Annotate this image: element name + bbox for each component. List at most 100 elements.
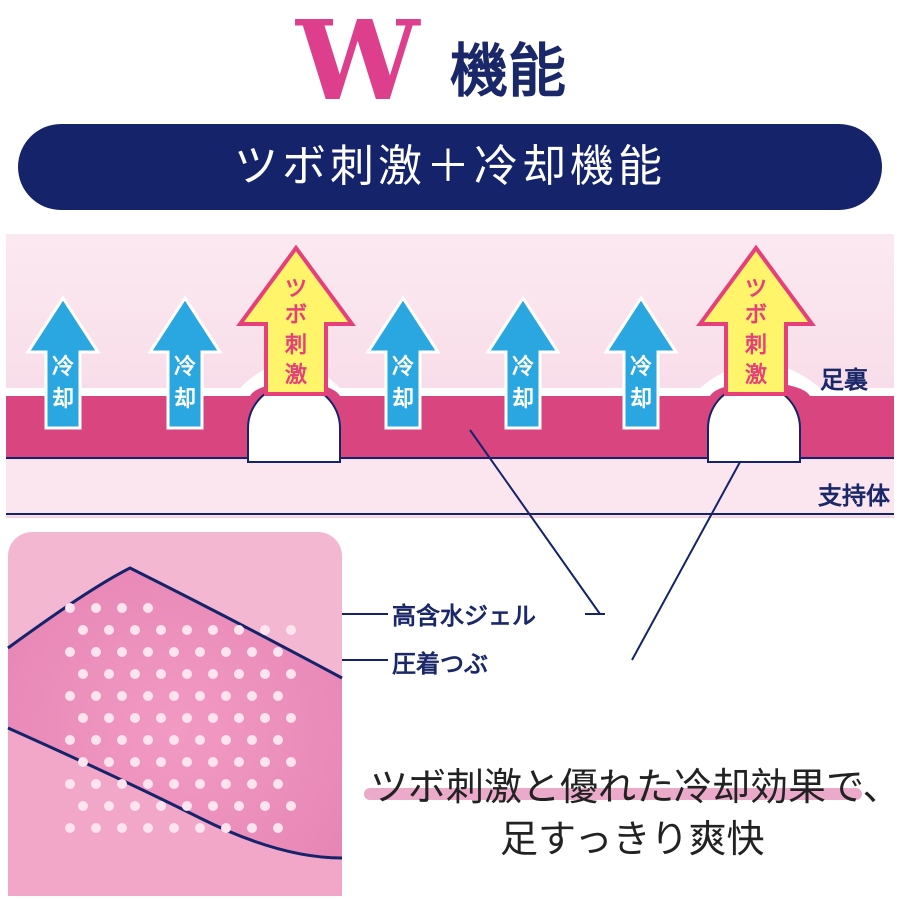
gel-dot [247, 823, 257, 833]
gel-dot [169, 823, 179, 833]
gel-dot [117, 691, 127, 701]
gel-dot [247, 735, 257, 745]
gel-dot [260, 757, 270, 767]
gel-dot [143, 603, 153, 613]
gel-dot [273, 647, 283, 657]
gel-dot [65, 823, 75, 833]
gel-dot [286, 757, 296, 767]
gel-dot [195, 647, 205, 657]
gel-dot [156, 669, 166, 679]
gel-dot [130, 669, 140, 679]
gel-dot [143, 823, 153, 833]
gel-dot [117, 647, 127, 657]
gel-dot [104, 625, 114, 635]
gel-dot [208, 713, 218, 723]
cool-label-3-top: 冷 [392, 354, 414, 380]
cool-label-4-bottom: 却 [512, 387, 534, 412]
gel-dot [247, 779, 257, 789]
gel-dot [117, 779, 127, 789]
gel-dot [260, 625, 270, 635]
gel-dot [273, 691, 283, 701]
cool-label-1-top: 冷 [52, 354, 74, 380]
gel-dot [286, 669, 296, 679]
pad-illustration [7, 532, 343, 896]
gel-dot [143, 647, 153, 657]
gel-dot [208, 801, 218, 811]
cool-arrow-2 [147, 295, 223, 430]
sole-surface-line [6, 363, 894, 403]
gel-dot [182, 757, 192, 767]
cool-arrow-4 [485, 295, 561, 430]
tagline-line-2: 足すっきり爽快 [500, 817, 765, 861]
gel-layer [6, 382, 894, 458]
gel-dot [65, 735, 75, 745]
gel-dot [169, 647, 179, 657]
gel-dot [78, 625, 88, 635]
banner: ツボ刺激＋冷却機能 [18, 124, 882, 210]
gel-dot [182, 625, 192, 635]
gel-dot [182, 713, 192, 723]
gel-dot [182, 669, 192, 679]
gel-dot [78, 669, 88, 679]
gel-dot [78, 757, 88, 767]
press-label-2-d: 激 [745, 362, 767, 388]
press-label-1-d: 激 [285, 362, 307, 388]
press-arrow-2 [696, 244, 816, 396]
gel-dot [104, 801, 114, 811]
cool-arrow-5 [603, 295, 679, 430]
tagline-line-1: ツボ刺激と優れた冷却効果で、 [370, 765, 900, 809]
gel-dot [208, 757, 218, 767]
gel-dot [260, 713, 270, 723]
press-label-1-b: ボ [285, 303, 307, 328]
gel-dot [273, 823, 283, 833]
gel-dot [221, 647, 231, 657]
gel-dot [208, 625, 218, 635]
gel-dot [91, 603, 101, 613]
gel-dot [169, 735, 179, 745]
gel-dot [221, 735, 231, 745]
gel-dot [195, 779, 205, 789]
gel-dot [104, 713, 114, 723]
gel-dot [286, 713, 296, 723]
gel-dot [143, 779, 153, 789]
gel-dot [117, 823, 127, 833]
gel-dot [182, 801, 192, 811]
gel-dot [169, 691, 179, 701]
gel-dot [221, 779, 231, 789]
press-label-2-b: ボ [745, 303, 767, 328]
gel-dot [104, 669, 114, 679]
gel-dot [143, 691, 153, 701]
cool-label-2-top: 冷 [174, 354, 196, 380]
gel-dot [130, 713, 140, 723]
cool-label-3-bottom: 却 [392, 387, 414, 412]
gel-dot [195, 691, 205, 701]
cool-label-4-top: 冷 [512, 354, 534, 380]
callout-tsubu: 圧着つぶ [392, 650, 488, 678]
gel-dot [208, 669, 218, 679]
gel-dot [260, 801, 270, 811]
press-label-1-c: 刺 [285, 333, 307, 358]
gel-dot [91, 647, 101, 657]
gel-dot [91, 779, 101, 789]
cool-label-2-bottom: 却 [174, 387, 196, 412]
gel-dot [91, 691, 101, 701]
gel-dot [78, 713, 88, 723]
cool-label-1-bottom: 却 [52, 387, 74, 412]
gel-dot [65, 779, 75, 789]
press-label-2-c: 刺 [745, 333, 767, 358]
gel-dot [156, 713, 166, 723]
gel-dot [273, 735, 283, 745]
callout-gel: 高含水ジェル [392, 602, 536, 630]
gel-dot [247, 647, 257, 657]
tagline-highlight [364, 788, 862, 800]
title-function: 機能 [450, 37, 567, 105]
press-label-2-a: ツ [745, 277, 767, 302]
gel-dot [65, 647, 75, 657]
title-w-letter: W [296, 0, 420, 125]
cool-label-5-top: 冷 [630, 354, 652, 380]
gel-dot [286, 801, 296, 811]
gel-dot [156, 625, 166, 635]
press-arrow-1 [236, 244, 356, 396]
cool-arrow-3 [365, 295, 441, 430]
gel-dot [286, 625, 296, 635]
